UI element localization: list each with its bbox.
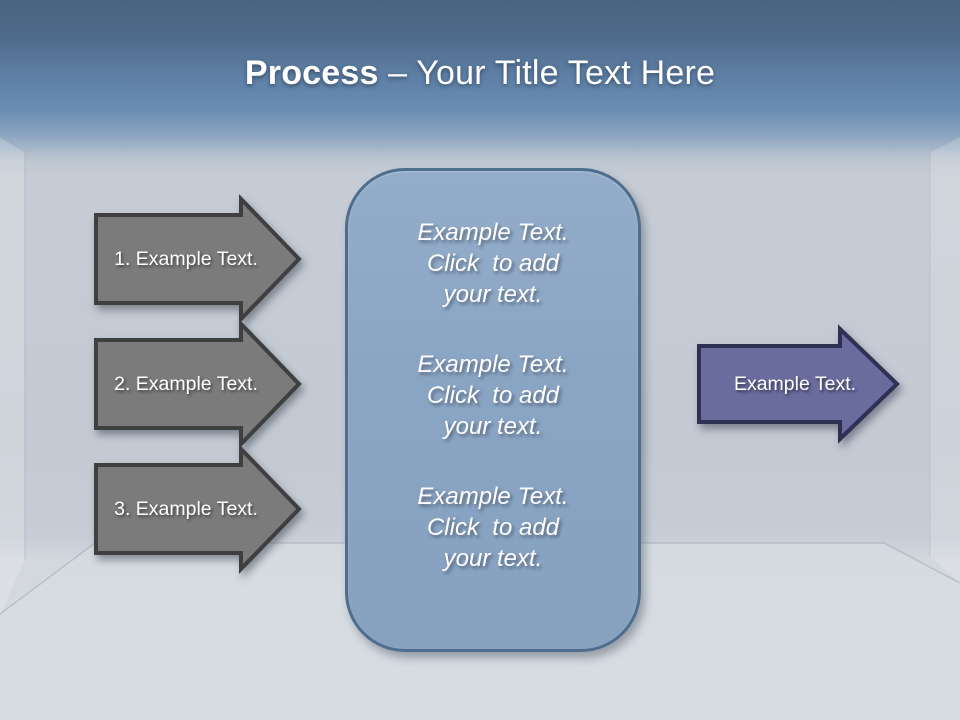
process-step-arrow-1[interactable]: 1. Example Text.	[93, 194, 303, 324]
text-line: Example Text.	[417, 351, 569, 378]
arrow-right-shape	[94, 194, 302, 324]
right-wall-edge-line	[929, 136, 960, 556]
text-line: your text.	[443, 545, 543, 572]
process-step-arrow-2[interactable]: 2. Example Text.	[93, 319, 303, 449]
text-placeholder-group-2[interactable]: Example Text. Click to add your text.	[363, 349, 623, 442]
result-arrow-label: Example Text.	[733, 372, 857, 395]
text-line: Example Text.	[417, 219, 569, 246]
title-placeholder-text: – Your Title Text Here	[388, 54, 716, 92]
text-line: Click to add	[426, 514, 560, 541]
text-line: Example Text.	[417, 483, 569, 510]
process-step-arrow-3[interactable]: 3. Example Text.	[93, 444, 303, 574]
arrow-right-shape	[94, 444, 302, 574]
left-wall-panel	[0, 137, 25, 614]
step-3-label: 3. Example Text.	[114, 497, 258, 520]
right-wall-panel	[930, 137, 960, 583]
center-text-box[interactable]: Example Text. Click to add your text. Ex…	[345, 168, 641, 652]
step-2-label: 2. Example Text.	[114, 372, 258, 395]
result-arrow[interactable]: Example Text.	[696, 324, 900, 444]
arrow-right-shape	[697, 324, 900, 444]
left-wall-edge-line	[0, 136, 26, 560]
text-line: Click to add	[426, 250, 560, 277]
title-keyword: Process	[244, 54, 379, 92]
text-line: your text.	[443, 281, 543, 308]
step-1-label: 1. Example Text.	[114, 247, 258, 270]
text-placeholder-group-3[interactable]: Example Text. Click to add your text.	[363, 481, 623, 574]
slide-title[interactable]: Process– Your Title Text Here	[0, 52, 960, 94]
text-placeholder-group-1[interactable]: Example Text. Click to add your text.	[363, 217, 623, 310]
arrow-right-shape	[94, 319, 302, 449]
text-line: your text.	[443, 413, 543, 440]
text-line: Click to add	[426, 382, 560, 409]
